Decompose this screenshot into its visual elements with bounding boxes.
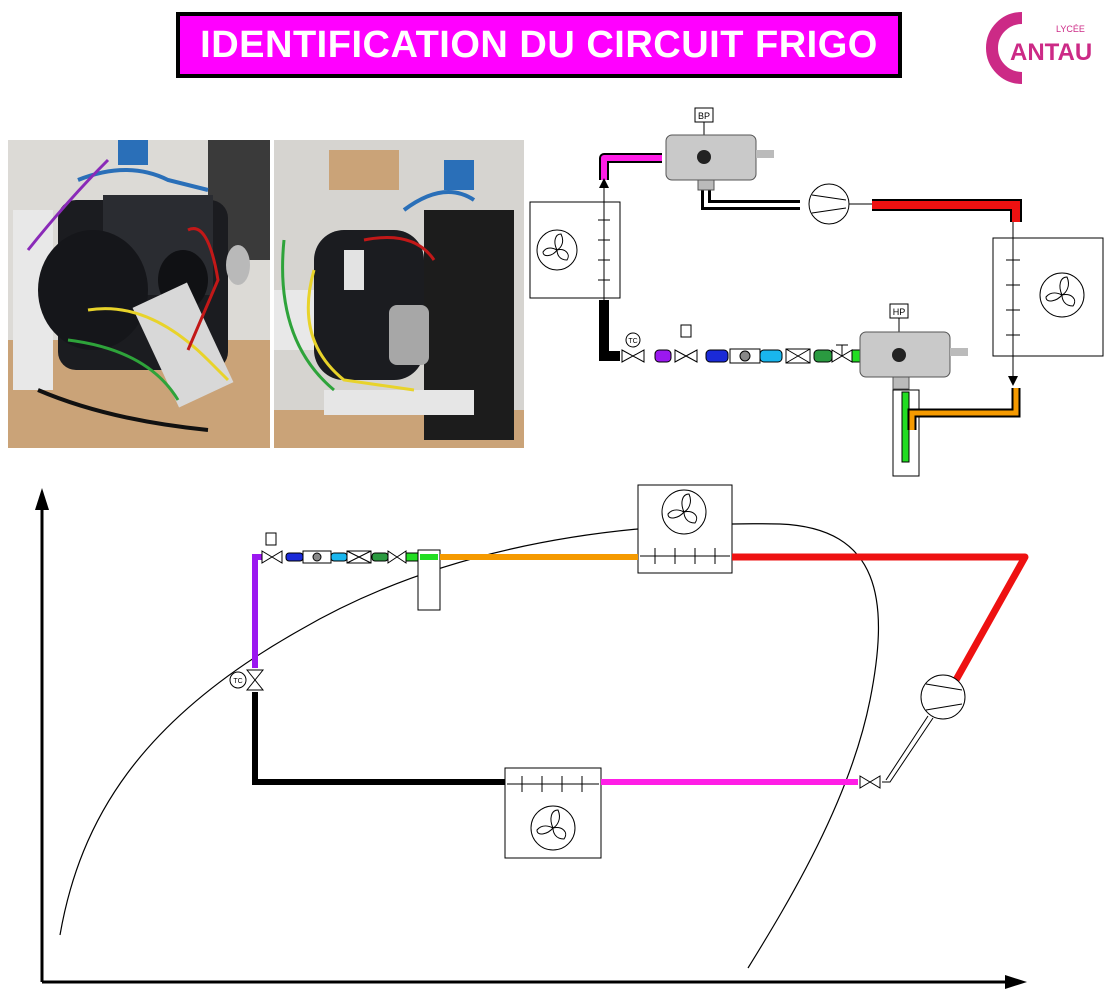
photo-unit-left — [8, 140, 270, 448]
tc-label-diagram: TC — [233, 678, 242, 685]
x-axis-arrow-icon — [1005, 975, 1027, 989]
fan-icon — [661, 489, 707, 535]
photo-unit-right — [274, 140, 524, 448]
pressure-switch-icon: BP — [665, 107, 774, 191]
fan-icon — [1039, 272, 1085, 318]
solenoid-valve-icon — [261, 532, 283, 564]
y-axis-arrow-icon — [35, 488, 49, 510]
school-logo: LYCÉE ANTAU — [982, 12, 1092, 84]
logo-c-icon — [986, 12, 1023, 84]
hp-label: HP — [893, 307, 906, 317]
logo-small-text: LYCÉE — [1056, 24, 1085, 34]
sight-glass-icon — [729, 348, 761, 364]
filter-drier-icon — [785, 348, 811, 364]
receiver-icon — [892, 389, 920, 477]
pressure-enthalpy-diagram: TC — [35, 484, 1029, 989]
evaporator-box — [504, 767, 602, 859]
condenser-box — [637, 484, 733, 574]
compressor-icon — [920, 674, 966, 720]
compressor-icon — [808, 183, 872, 225]
title-banner: IDENTIFICATION DU CIRCUIT FRIGO — [176, 12, 902, 78]
tc-label-schematic: TC — [628, 338, 637, 345]
expansion-valve-icon: TC — [621, 332, 645, 363]
expansion-valve-icon: TC — [229, 669, 265, 691]
logo-big-text: ANTAU — [1010, 39, 1092, 66]
saturation-curve — [59, 523, 879, 969]
pressure-switch-icon: HP — [859, 303, 968, 390]
fan-icon — [536, 229, 578, 271]
fan-icon — [530, 805, 576, 851]
refrigeration-schematic: BP TC HP — [529, 107, 1104, 477]
bp-label: BP — [698, 111, 710, 121]
page-title: IDENTIFICATION DU CIRCUIT FRIGO — [200, 23, 878, 66]
solenoid-valve-icon — [674, 324, 698, 363]
filter-drier-icon — [346, 550, 372, 564]
sight-glass-icon — [302, 550, 332, 564]
receiver-icon — [417, 549, 441, 611]
